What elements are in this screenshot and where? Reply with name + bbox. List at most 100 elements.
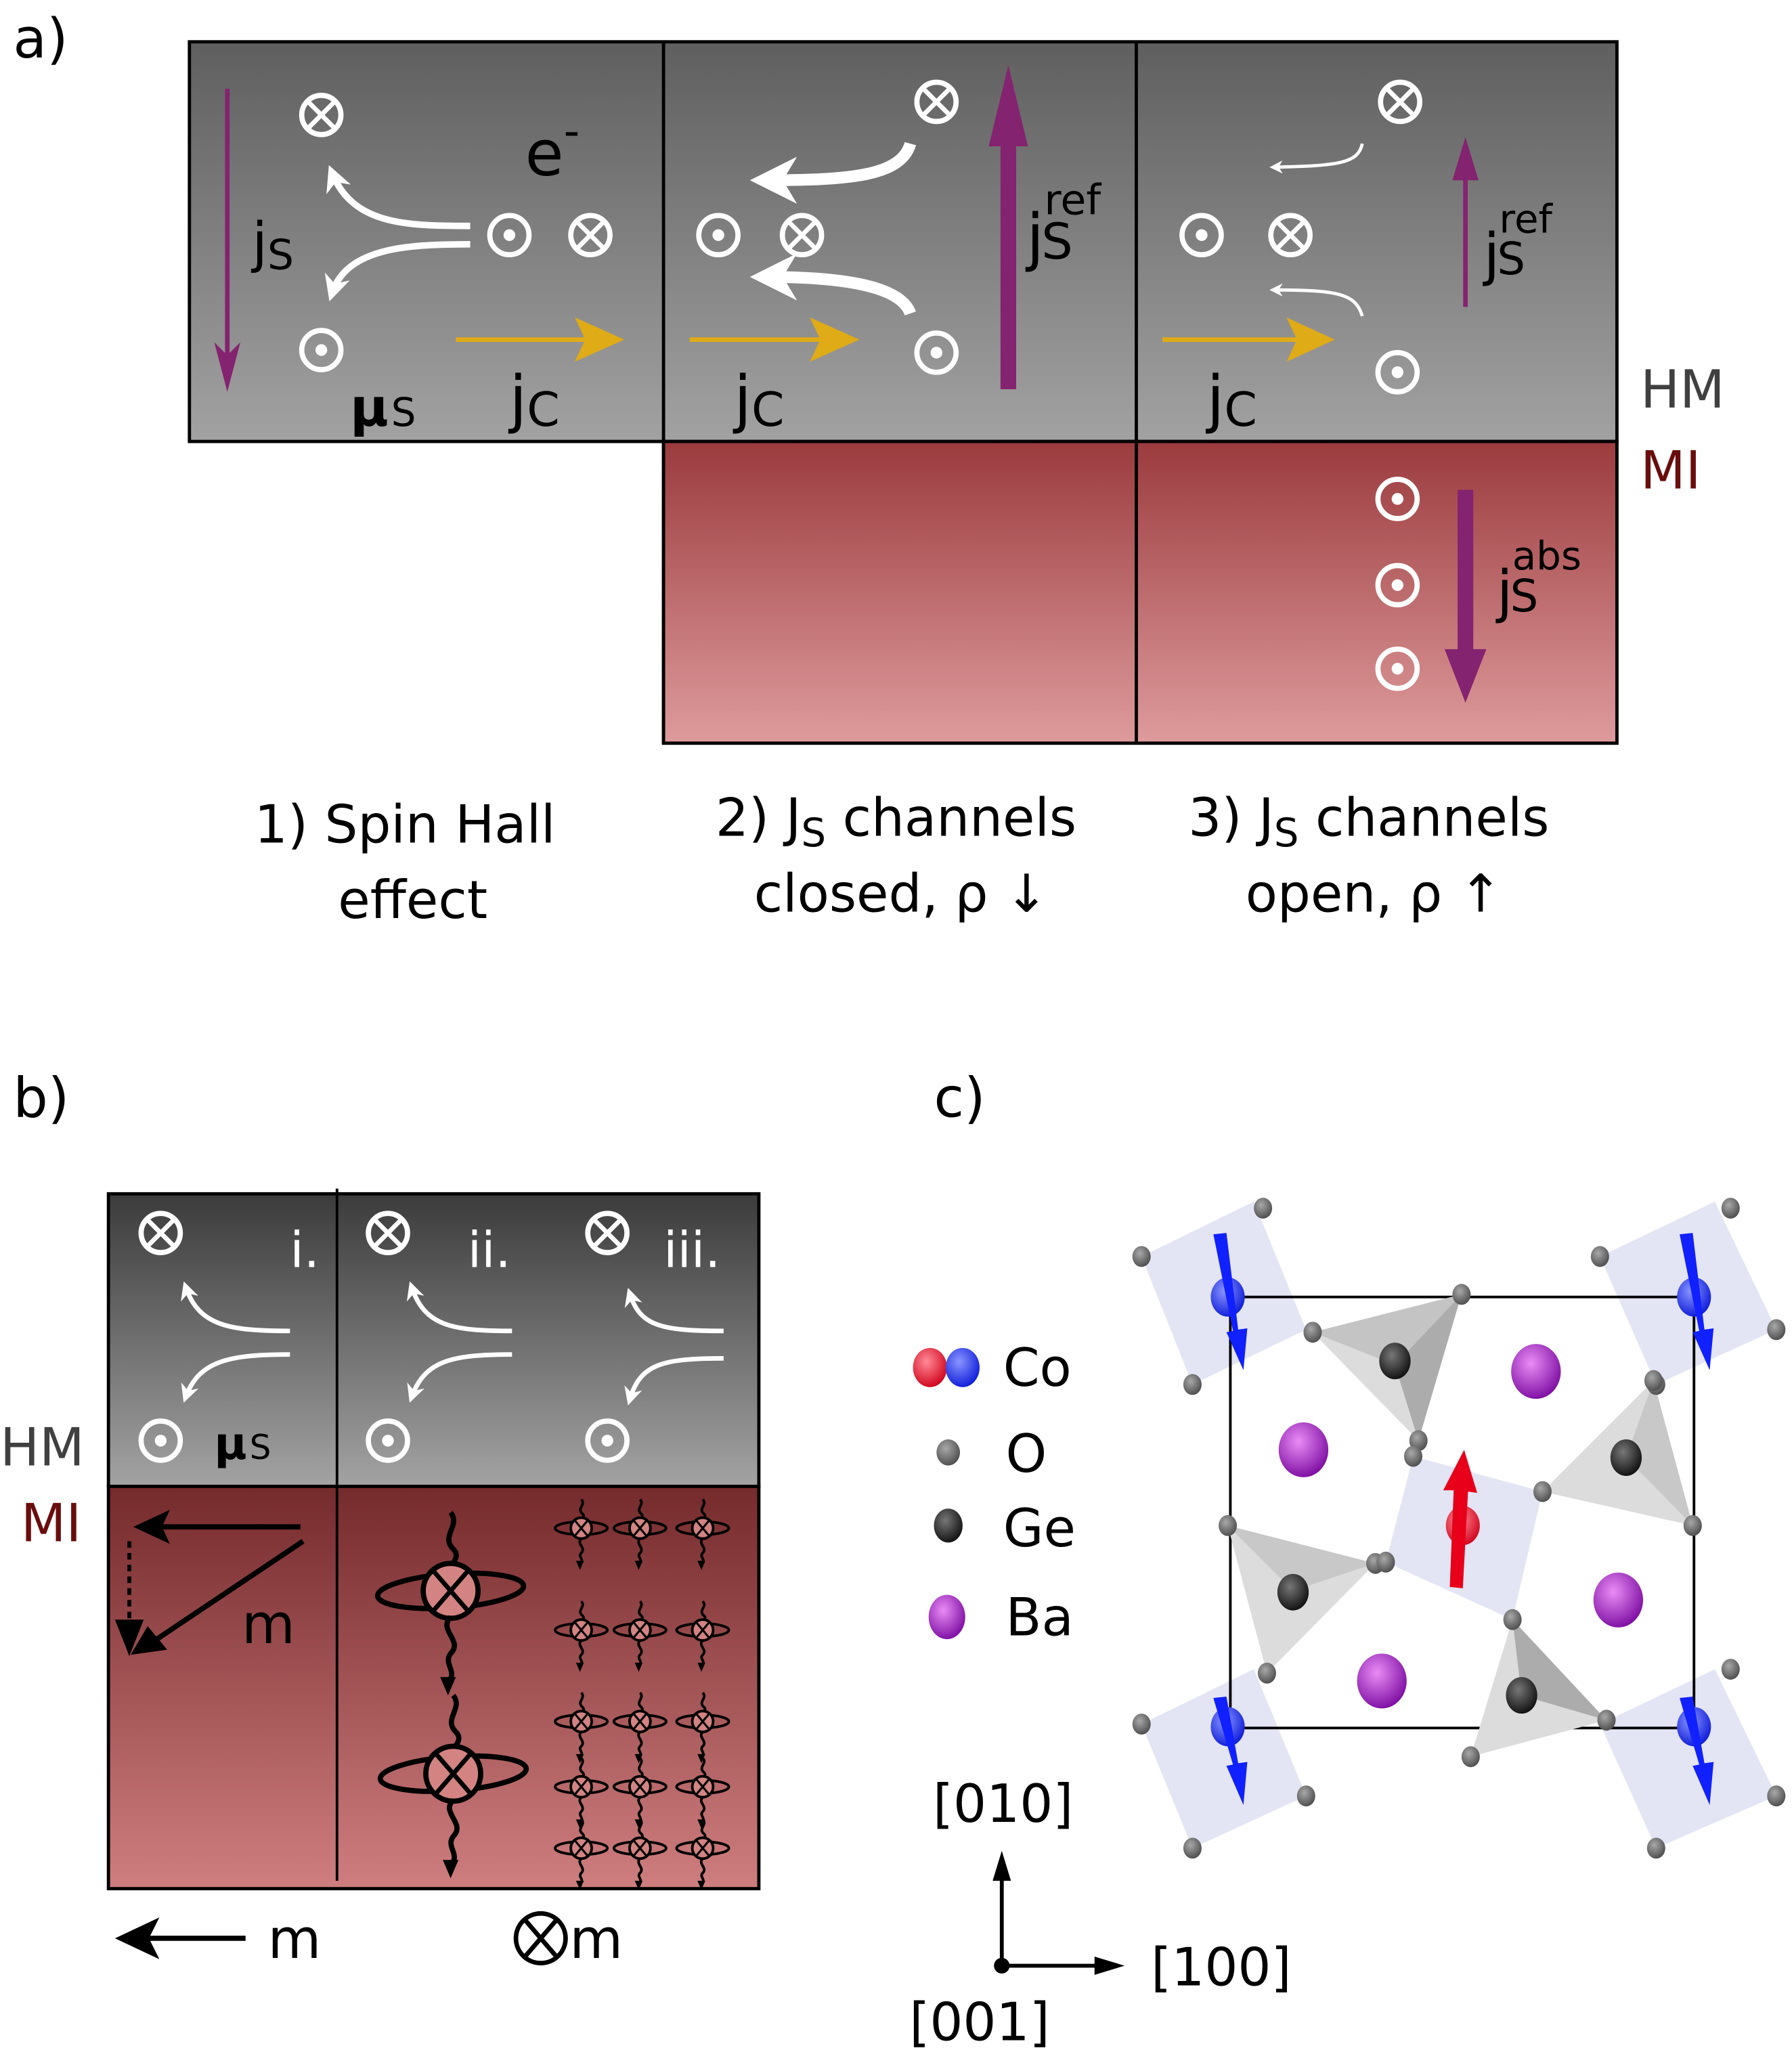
into-page-icon xyxy=(513,1911,568,1965)
axis-100-label: [100] xyxy=(1151,1937,1291,1998)
magnetization-vectors: m xyxy=(114,1510,305,1657)
into-page-icon-stroke xyxy=(523,1918,559,1959)
deflection-arrow-up xyxy=(406,1281,512,1334)
caption-1-line1: 1) Spin Hall xyxy=(255,794,556,855)
axis-010-label: [010] xyxy=(933,1774,1073,1835)
reflected-spin-current-arrowhead xyxy=(1452,137,1479,181)
deflection-arrow-up xyxy=(326,165,471,230)
charge-current-arrowhead xyxy=(810,317,860,362)
o-atom xyxy=(1644,1370,1663,1391)
o-atom xyxy=(1254,1198,1273,1219)
ge-atom xyxy=(1379,1343,1411,1380)
mi-layer-b xyxy=(106,1485,761,1891)
case-label: iii. xyxy=(663,1221,720,1279)
mi-layer-a xyxy=(661,439,1619,745)
ba-atom xyxy=(1278,1422,1329,1477)
section-channels-open: jC jSref jSabs xyxy=(1162,83,1581,703)
case-label: i. xyxy=(290,1221,320,1279)
o-atom xyxy=(1461,1746,1480,1768)
m-in-plane-legend: m xyxy=(114,1908,322,1971)
co-octahedron xyxy=(1600,1669,1776,1848)
reflected-spin-current-arrowhead xyxy=(988,65,1028,147)
panel-c-label: c) xyxy=(934,1066,985,1130)
legend-co: Co xyxy=(1003,1338,1072,1399)
co-spin-down xyxy=(1210,1697,1248,1806)
reflection-arrow-bottom xyxy=(749,253,916,316)
o-atom xyxy=(1597,1709,1616,1731)
m-label: m xyxy=(569,1908,623,1971)
o-atom xyxy=(1303,1322,1322,1343)
reflection-arrow-bottom xyxy=(1269,283,1364,317)
case-label: ii. xyxy=(468,1221,511,1279)
o-atom xyxy=(1257,1662,1276,1684)
ge-atom xyxy=(1610,1439,1642,1477)
element-legend: Co O Ge Ba xyxy=(913,1338,1076,1648)
m-out-of-plane-legend: m xyxy=(513,1908,623,1971)
charge-current-arrowhead xyxy=(1286,317,1335,362)
o-atom xyxy=(1683,1515,1702,1536)
o-atom xyxy=(1183,1837,1202,1859)
legend-ba: Ba xyxy=(1006,1587,1074,1648)
co-down-swatch xyxy=(945,1347,980,1387)
spin-down-arrow xyxy=(1213,1233,1248,1370)
o-atom xyxy=(1409,1430,1428,1452)
electron-label: e- xyxy=(525,106,580,190)
caption-3: 3) JS channels open, ρ ↑ xyxy=(1188,788,1549,925)
caption-3-line2: open, ρ ↑ xyxy=(1246,864,1503,925)
js-label: jS xyxy=(250,211,294,280)
m-arrow-canted xyxy=(155,1539,305,1642)
spin-down-arrow xyxy=(1213,1697,1248,1806)
o-atom xyxy=(1132,1714,1151,1735)
o-swatch xyxy=(936,1439,961,1466)
jc-label: jC xyxy=(1206,362,1257,437)
mi-label-a: MI xyxy=(1640,441,1701,502)
spin-down-arrow xyxy=(1680,1233,1714,1370)
caption-2: 2) JS channels closed, ρ ↓ xyxy=(716,788,1076,925)
deflection-arrow-down xyxy=(407,1352,512,1403)
deflection-arrow-up xyxy=(624,1288,724,1334)
panel-b-label: b) xyxy=(13,1066,69,1130)
axis-100-arrowhead xyxy=(1094,1956,1125,1975)
axis-001-dot xyxy=(994,1957,1010,1974)
panel-a-label: a) xyxy=(13,7,68,71)
co-spin-down xyxy=(1677,1233,1714,1370)
o-atom xyxy=(1721,1659,1740,1680)
deflection-arrow-down xyxy=(324,240,471,302)
m-label: m xyxy=(268,1908,322,1971)
legend-ge: Ge xyxy=(1003,1498,1076,1559)
o-atom xyxy=(1767,1785,1786,1807)
hm-label-b: HM xyxy=(0,1418,85,1479)
reflection-arrow-top xyxy=(749,141,917,204)
o-atom xyxy=(1767,1319,1786,1341)
m-arrowhead xyxy=(114,1917,160,1959)
case-ii-hm: ii. xyxy=(368,1213,512,1460)
o-atom xyxy=(1403,1445,1422,1467)
absorbed-spin-current-arrowhead xyxy=(1444,649,1487,703)
o-atom xyxy=(1219,1515,1238,1536)
co-up-swatch xyxy=(913,1347,947,1387)
o-atom xyxy=(1296,1785,1315,1807)
jref-label: jSref xyxy=(1483,196,1554,288)
deflection-arrow-down xyxy=(624,1356,724,1406)
o-atom xyxy=(1503,1609,1522,1630)
o-atom xyxy=(1646,1837,1665,1859)
jref-label: jSref xyxy=(1025,175,1101,274)
m-arrowhead xyxy=(130,1626,168,1655)
m-label: m xyxy=(242,1593,295,1657)
m-arrowhead xyxy=(133,1510,170,1544)
co-spin-up xyxy=(1443,1450,1480,1588)
axis-010-arrowhead xyxy=(992,1850,1011,1881)
mi-label-b: MI xyxy=(21,1493,81,1554)
jabs-label: jSabs xyxy=(1495,533,1581,626)
o-atom xyxy=(1376,1551,1395,1573)
co-spin-down xyxy=(1677,1697,1714,1806)
ba-atom xyxy=(1593,1572,1644,1628)
charge-current-arrowhead xyxy=(574,317,625,362)
m-arrowhead xyxy=(114,1619,144,1657)
ge-atom xyxy=(1506,1677,1537,1714)
caption-1: 1) Spin Hall effect xyxy=(255,794,556,931)
